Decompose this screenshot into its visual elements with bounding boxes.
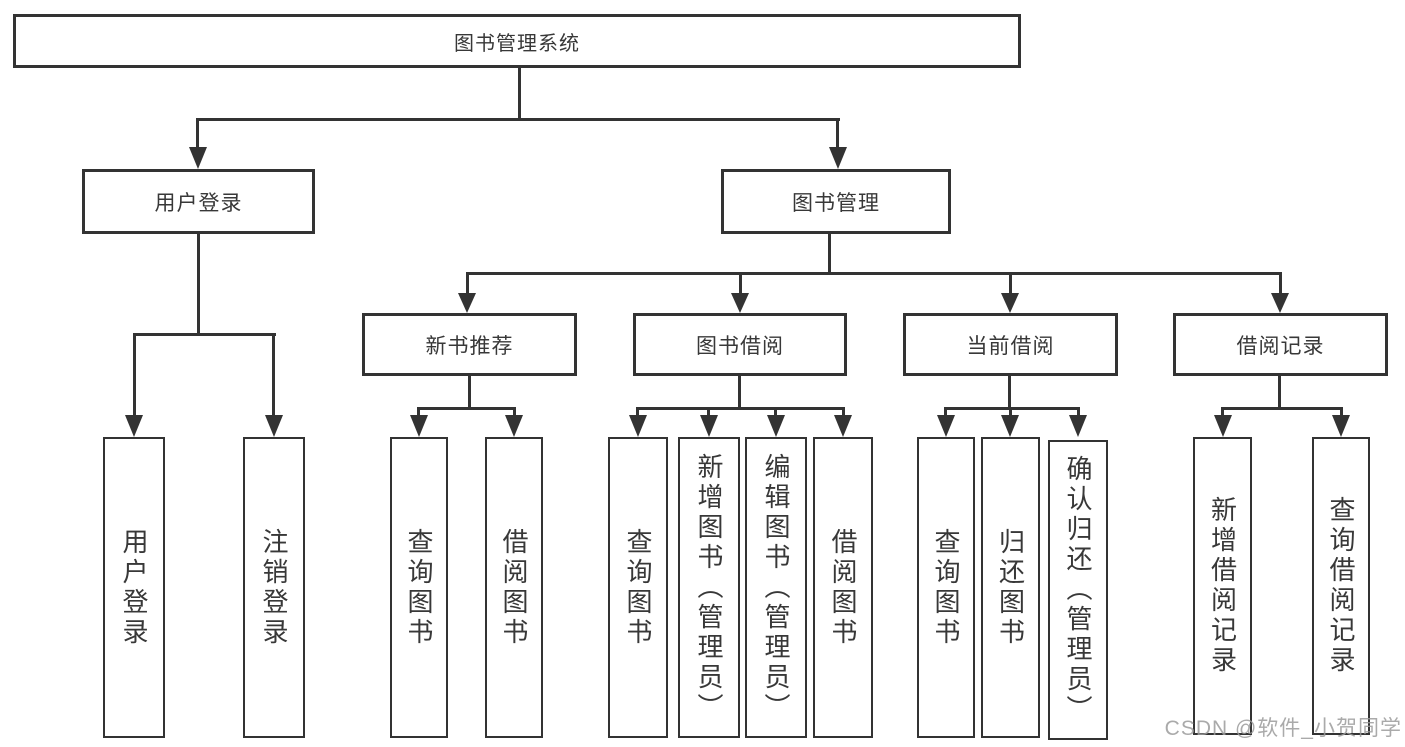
arrowhead-cb-leaf3-icon <box>1069 415 1087 437</box>
arrowhead-bb-leaf4-icon <box>834 415 852 437</box>
edge-userloginleaf-stub-line <box>133 333 136 420</box>
node-book-mgmt-label: 图书管理 <box>792 191 880 215</box>
arrowhead-userloginleaf-icon <box>125 415 143 437</box>
arrowhead-bookmgmt-icon <box>829 147 847 169</box>
edge-logoutleaf-stub-line <box>272 333 275 420</box>
edge-bb-leaf2-stub-line <box>707 407 710 420</box>
node-leaf-nbr-query-book: 查询图书 <box>390 437 448 738</box>
node-leaf-bb-borrow-book-label: 借阅图书 <box>828 527 858 648</box>
edge-bb-bar-line <box>636 407 845 410</box>
node-leaf-cb-confirm-return: 确认归还（管理员） <box>1048 440 1108 740</box>
node-leaf-user-login-label: 用户登录 <box>119 527 149 648</box>
node-leaf-bb-query-book: 查询图书 <box>608 437 668 738</box>
arrowhead-currentborrow-icon <box>1001 293 1019 313</box>
node-leaf-user-login: 用户登录 <box>103 437 165 738</box>
node-book-borrow-label: 图书借阅 <box>696 334 784 358</box>
node-leaf-bb-query-book-label: 查询图书 <box>623 527 653 648</box>
arrowhead-bb-leaf3-icon <box>767 415 785 437</box>
node-book-mgmt: 图书管理 <box>721 169 951 234</box>
node-leaf-bb-add-book-label: 新增图书（管理员） <box>694 452 724 723</box>
node-leaf-br-query-record-label: 查询借阅记录 <box>1326 496 1356 676</box>
node-current-borrow-label: 当前借阅 <box>966 334 1055 358</box>
edge-newbookrec-stub-line <box>466 272 469 298</box>
node-leaf-nbr-query-book-label: 查询图书 <box>404 527 434 648</box>
edge-userlogin-stub-line <box>196 118 199 151</box>
arrowhead-cb-leaf2-icon <box>1001 415 1019 437</box>
node-leaf-cb-return-book-label: 归还图书 <box>995 527 1026 648</box>
edge-bb-leaf3-stub-line <box>774 407 777 420</box>
edge-nbr-leaf1-stub-line <box>417 407 420 420</box>
edge-nbr-bar-line <box>417 407 516 410</box>
arrowhead-userlogin-icon <box>189 147 207 169</box>
node-leaf-cb-query-book-label: 查询图书 <box>931 527 961 648</box>
edge-br-bar-line <box>1221 407 1343 410</box>
arrowhead-newbookrec-icon <box>458 293 476 313</box>
node-current-borrow: 当前借阅 <box>903 313 1118 376</box>
node-leaf-nbr-borrow-book: 借阅图书 <box>485 437 543 738</box>
arrowhead-bb-leaf2-icon <box>700 415 718 437</box>
edge-bb-leaf1-stub-line <box>636 407 639 420</box>
arrowhead-bb-leaf1-icon <box>629 415 647 437</box>
node-leaf-cb-return-book: 归还图书 <box>981 437 1040 738</box>
node-user-login: 用户登录 <box>82 169 315 234</box>
edge-bb-leaf4-stub-line <box>842 407 845 420</box>
node-leaf-bb-borrow-book: 借阅图书 <box>813 437 873 738</box>
arrowhead-logoutleaf-icon <box>265 415 283 437</box>
edge-root-trunk-line <box>518 68 521 121</box>
edge-bookmgmt-stub-line <box>836 118 839 151</box>
node-leaf-cb-query-book: 查询图书 <box>917 437 975 738</box>
edge-cb-leaf1-stub-line <box>944 407 947 420</box>
csdn-watermark: CSDN @软件_小贺同学 <box>1164 717 1402 740</box>
edge-level3-bar-line <box>466 272 1282 275</box>
edge-bookmgmt-trunk-line <box>828 233 831 275</box>
edge-currentborrow-stub-line <box>1009 272 1012 298</box>
edge-br-leaf2-stub-line <box>1340 407 1343 420</box>
edge-br-trunk-line <box>1278 376 1281 410</box>
edge-userlogin-trunk-line <box>197 233 200 336</box>
node-root: 图书管理系统 <box>13 14 1021 68</box>
arrowhead-br-leaf2-icon <box>1332 415 1350 437</box>
edge-nbr-leaf2-stub-line <box>513 407 516 420</box>
edge-cb-leaf2-stub-line <box>1009 407 1012 420</box>
edge-bookborrow-stub-line <box>739 272 742 298</box>
node-borrow-record-label: 借阅记录 <box>1236 334 1325 358</box>
node-book-borrow: 图书借阅 <box>633 313 847 376</box>
node-leaf-bb-add-book: 新增图书（管理员） <box>678 437 740 738</box>
edge-userlogin-bar-line <box>133 333 276 336</box>
node-leaf-br-query-record: 查询借阅记录 <box>1312 437 1370 735</box>
edge-cb-trunk-line <box>1008 376 1011 410</box>
arrowhead-nbr-leaf2-icon <box>505 415 523 437</box>
node-leaf-cb-confirm-return-label: 确认归还（管理员） <box>1063 455 1093 725</box>
node-new-book-rec: 新书推荐 <box>362 313 577 376</box>
node-leaf-bb-edit-book: 编辑图书（管理员） <box>745 437 807 738</box>
edge-cb-bar-line <box>944 407 1080 410</box>
arrowhead-cb-leaf1-icon <box>937 415 955 437</box>
arrowhead-br-leaf1-icon <box>1214 415 1232 437</box>
node-leaf-br-add-record-label: 新增借阅记录 <box>1207 496 1238 676</box>
edge-cb-leaf3-stub-line <box>1077 407 1080 420</box>
node-user-login-label: 用户登录 <box>154 191 243 215</box>
edge-borrowrecord-stub-line <box>1279 272 1282 298</box>
arrowhead-bookborrow-icon <box>731 293 749 313</box>
node-borrow-record: 借阅记录 <box>1173 313 1388 376</box>
edge-nbr-trunk-line <box>468 376 471 410</box>
node-leaf-logout-label: 注销登录 <box>259 527 289 648</box>
edge-level2-bar-line <box>196 118 840 121</box>
node-leaf-bb-edit-book-label: 编辑图书（管理员） <box>761 452 791 723</box>
node-leaf-br-add-record: 新增借阅记录 <box>1193 437 1252 735</box>
edge-bb-trunk-line <box>738 376 741 410</box>
arrowhead-nbr-leaf1-icon <box>410 415 428 437</box>
arrowhead-borrowrecord-icon <box>1271 293 1289 313</box>
node-leaf-logout: 注销登录 <box>243 437 305 738</box>
node-new-book-rec-label: 新书推荐 <box>425 334 514 358</box>
node-root-label: 图书管理系统 <box>454 32 580 55</box>
edge-br-leaf1-stub-line <box>1221 407 1224 420</box>
node-leaf-nbr-borrow-book-label: 借阅图书 <box>499 527 529 648</box>
